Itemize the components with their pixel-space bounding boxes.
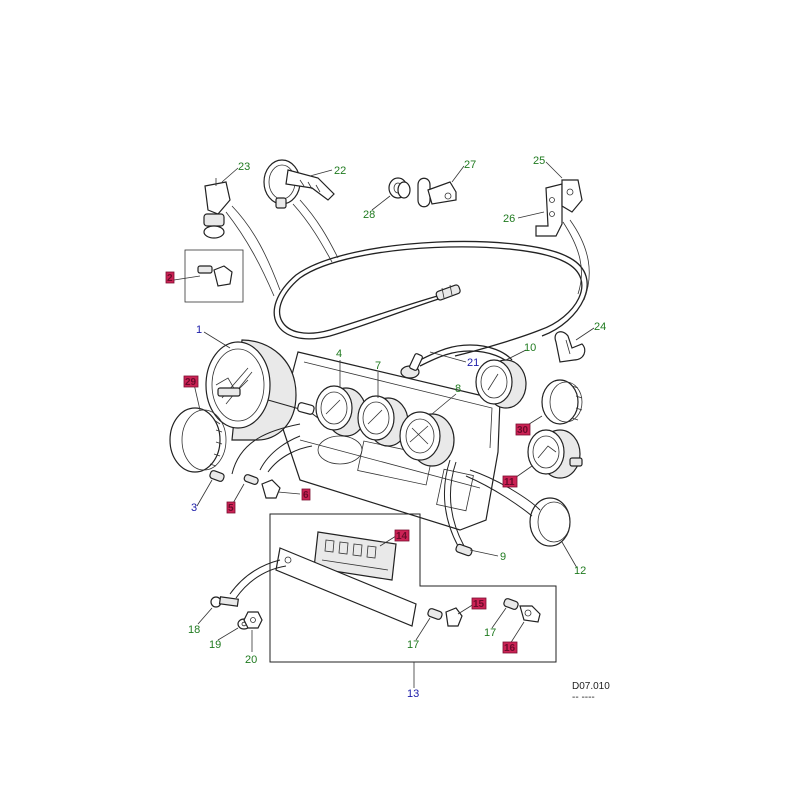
callout-27: 27 xyxy=(464,159,476,171)
callout-26: 26 xyxy=(503,213,515,225)
callout-22: 22 xyxy=(334,165,346,177)
lens-12 xyxy=(529,497,571,547)
callout-12: 12 xyxy=(574,565,586,577)
callout-14: 14 xyxy=(396,531,408,542)
callout-1: 1 xyxy=(196,324,202,336)
callout-6: 6 xyxy=(303,490,309,501)
callout-29: 29 xyxy=(185,377,197,388)
callout-5: 5 xyxy=(228,503,234,514)
callout-18: 18 xyxy=(188,624,200,636)
speedometer-cable-inner xyxy=(273,240,588,340)
p-clip-27 xyxy=(417,177,457,208)
callout-2: 2 xyxy=(167,273,173,284)
callout-7: 7 xyxy=(375,360,381,372)
grommet-28 xyxy=(388,177,411,199)
nut-20 xyxy=(243,611,263,629)
callout-9: 9 xyxy=(500,551,506,563)
bulb-17b xyxy=(503,598,519,610)
bulb-17a xyxy=(427,608,443,620)
callout-28: 28 xyxy=(363,209,375,221)
gauge-10 xyxy=(475,359,527,409)
bulb-holder-2 xyxy=(197,265,233,287)
cable-clip-23 xyxy=(203,178,231,239)
speedometer-cable xyxy=(279,246,583,357)
gauge-8 xyxy=(399,411,455,467)
gauge-11 xyxy=(527,429,583,479)
printed-circuit-14 xyxy=(313,531,397,581)
cable-tie-22 xyxy=(263,159,335,209)
callout-16: 16 xyxy=(504,643,516,654)
bracket-25-26 xyxy=(535,179,583,237)
diagram-reference-code: D07.010 xyxy=(572,681,610,692)
clip-24 xyxy=(554,331,586,363)
light-strip xyxy=(275,547,417,627)
bezel-30 xyxy=(541,379,583,425)
callout-23: 23 xyxy=(238,161,250,173)
grommet xyxy=(400,353,423,379)
bulb-holder-6 xyxy=(261,479,281,499)
callout-10: 10 xyxy=(524,342,536,354)
bulb-3 xyxy=(209,470,225,482)
callout-19: 19 xyxy=(209,639,221,651)
callout-21: 21 xyxy=(467,357,479,369)
bulb-holder-16 xyxy=(519,605,541,623)
gauge-4 xyxy=(315,385,367,437)
bulb-9 xyxy=(455,543,473,557)
subassembly-frame xyxy=(269,513,557,663)
gauge-7 xyxy=(357,395,409,447)
callout-30: 30 xyxy=(517,425,529,436)
callout-labels: 1 2 3 4 5 6 7 8 9 10 11 12 13 14 15 16 1… xyxy=(165,155,606,700)
bulb-holder-15 xyxy=(445,607,463,627)
callout-11: 11 xyxy=(504,477,515,488)
bulb-5 xyxy=(243,474,259,485)
callout-3: 3 xyxy=(191,502,197,514)
speedometer-gauge xyxy=(205,339,319,441)
callout-17b: 17 xyxy=(484,627,496,639)
callout-15: 15 xyxy=(473,599,485,610)
callout-17a: 17 xyxy=(407,639,419,651)
callout-13: 13 xyxy=(407,688,419,700)
callout-25: 25 xyxy=(533,155,545,167)
callout-4: 4 xyxy=(336,348,342,360)
inset-box xyxy=(184,249,244,303)
callout-24: 24 xyxy=(594,321,606,333)
bezel-29 xyxy=(169,407,227,473)
diagram-reference-sub: -- ---- xyxy=(572,692,595,703)
screw-18 xyxy=(210,596,240,608)
cable-end-fitting xyxy=(435,284,461,301)
callout-8: 8 xyxy=(455,383,461,395)
callout-20: 20 xyxy=(245,654,257,666)
